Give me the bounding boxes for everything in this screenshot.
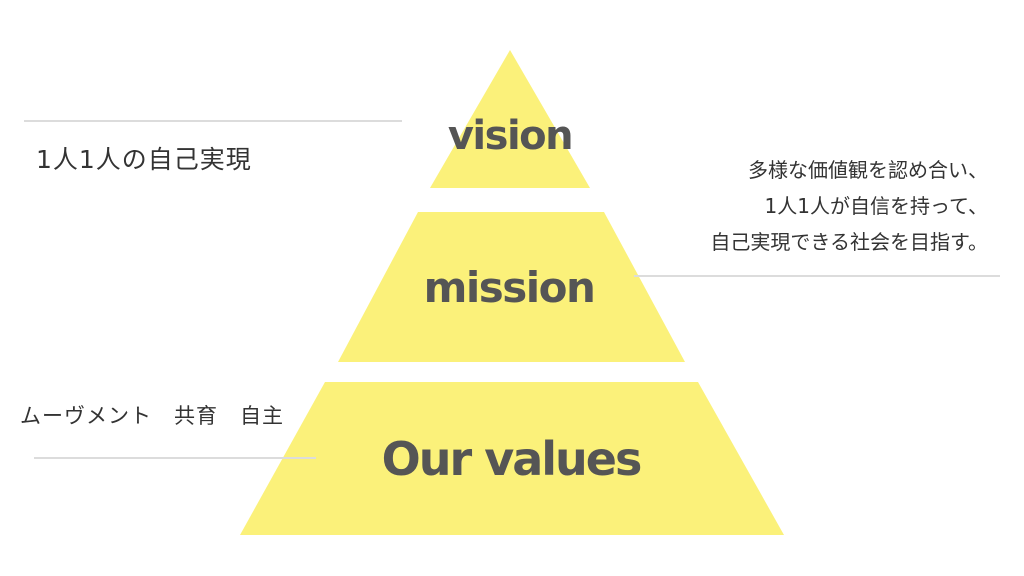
mission-note-line: 多様な価値観を認め合い、	[748, 158, 988, 182]
pyramid-tier-values	[240, 382, 784, 535]
mission-note-line: 1人1人が自信を持って、	[764, 194, 988, 218]
tier-label-vision: vision	[448, 113, 572, 159]
mission-note-line: 自己実現できる社会を目指す。	[710, 230, 988, 254]
pyramid-tier-mission	[338, 212, 685, 362]
vision-rule	[24, 120, 402, 122]
mission-note: 多様な価値観を認め合い、 1人1人が自信を持って、 自己実現できる社会を目指す。	[628, 152, 988, 260]
values-note: ムーヴメント 共育 自主	[20, 404, 284, 428]
mission-rule	[634, 275, 1000, 277]
values-rule	[34, 457, 316, 459]
pyramid-tier-vision	[430, 50, 590, 188]
tier-label-values: Our values	[382, 432, 641, 486]
tier-label-mission: mission	[424, 263, 595, 312]
vision-note: 1人1人の自己実現	[36, 145, 252, 174]
